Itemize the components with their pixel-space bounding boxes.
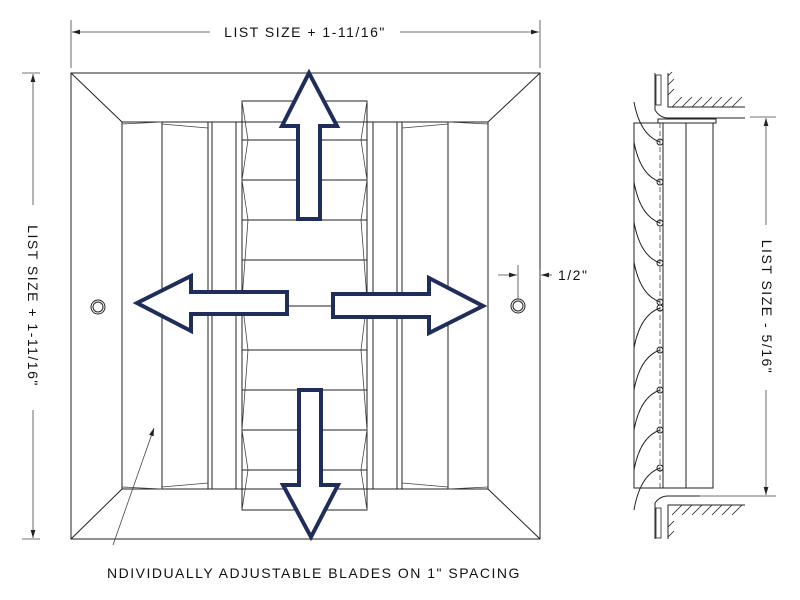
arrow-up-icon	[278, 68, 341, 221]
arrow-down-icon	[279, 388, 342, 542]
left-dimension-label: LIST SIZE + 1-11/16"	[25, 225, 41, 387]
side-dimension: LIST SIZE - 5/16"	[700, 116, 776, 497]
side-view	[633, 71, 745, 539]
top-dimension: LIST SIZE + 1-11/16"	[70, 20, 541, 68]
offset-dimension: 1/2"	[498, 265, 588, 299]
screw-hole-left	[90, 299, 106, 315]
arrow-right-icon	[331, 274, 488, 337]
arrow-left-icon	[132, 272, 289, 335]
callout-leader	[112, 427, 155, 546]
side-dimension-label: LIST SIZE - 5/16"	[759, 240, 775, 374]
left-dimension: LIST SIZE + 1-11/16"	[22, 72, 41, 540]
callout-label: NDIVIDUALLY ADJUSTABLE BLADES ON 1" SPAC…	[107, 565, 521, 581]
top-dimension-label: LIST SIZE + 1-11/16"	[224, 24, 386, 40]
side-blades	[633, 101, 664, 511]
offset-dimension-label: 1/2"	[558, 267, 588, 283]
